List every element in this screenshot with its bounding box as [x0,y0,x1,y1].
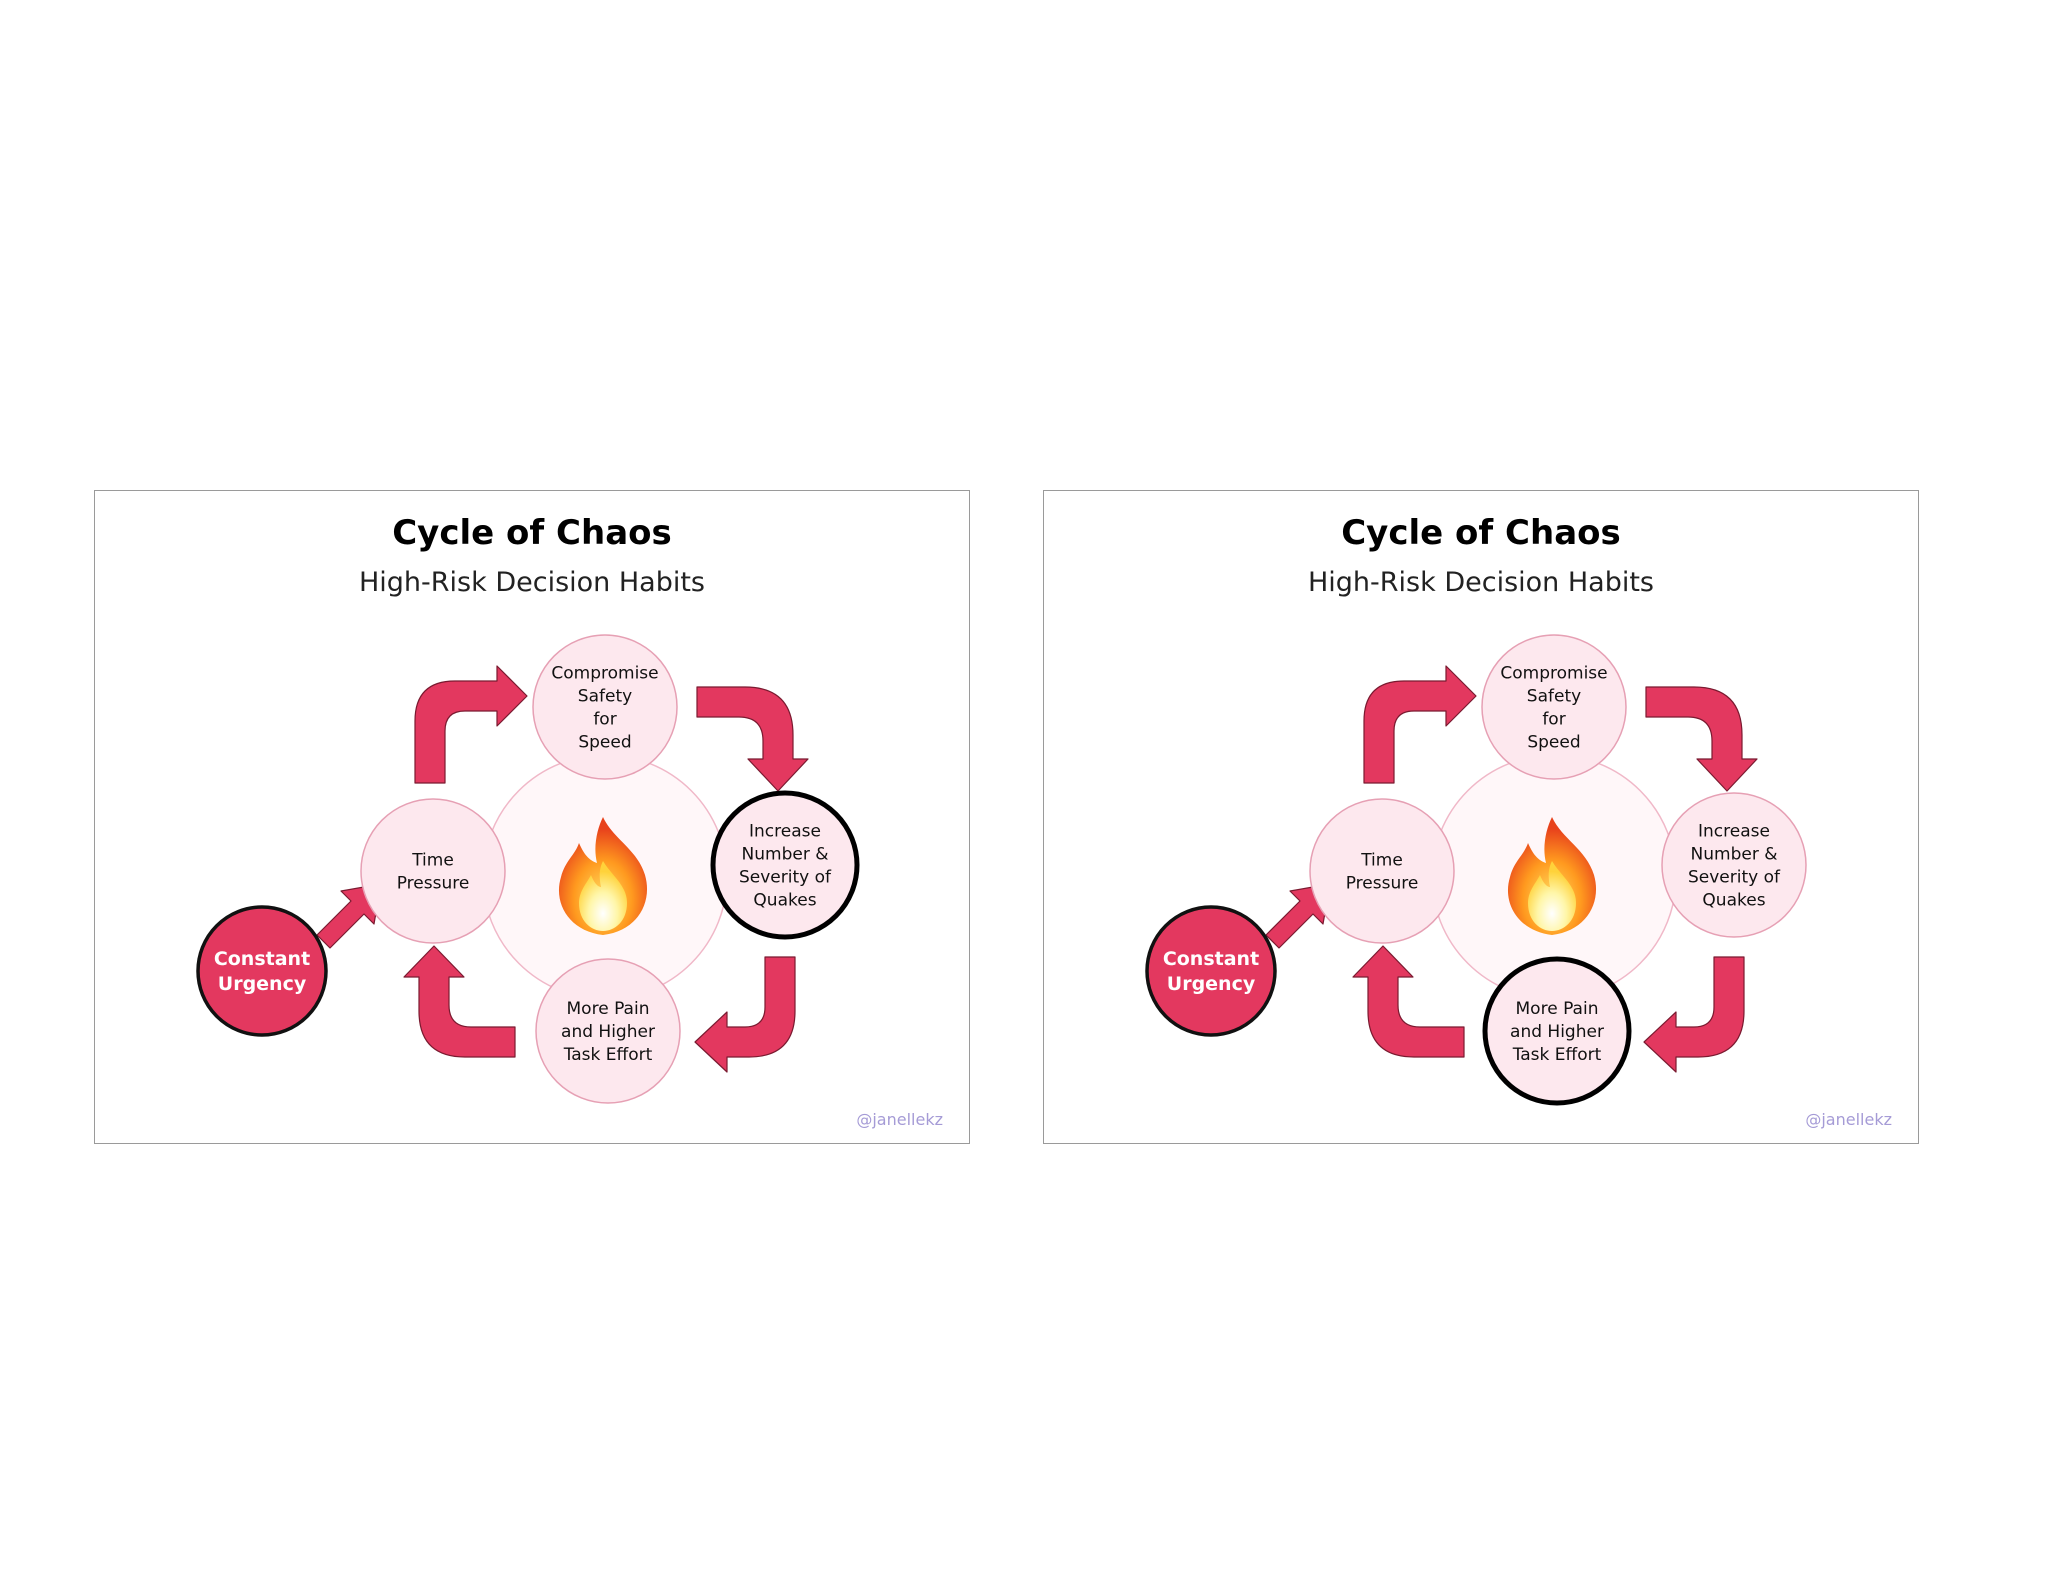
node-label: Safety [578,687,632,707]
node-label: Number & [1691,845,1778,865]
node-circle [1661,792,1807,938]
node-label: Constant [214,948,310,970]
arrow-time-to-compromise [414,665,528,784]
credit-handle: @janellekz [1805,1110,1892,1129]
slide-panel-1: Cycle of Chaos High-Risk Decision Habits… [94,490,970,1144]
arrow-pain-to-time [403,945,516,1058]
arrow-compromise-to-quakes [696,686,809,792]
node-circle [196,905,328,1037]
node-circle [360,798,506,944]
slide-title: Cycle of Chaos [392,513,672,553]
slide-subtitle: High-Risk Decision Habits [358,567,706,598]
node-label: Severity of [1688,868,1781,888]
node-label: Time [411,851,454,871]
node-label: Number & [742,845,829,865]
node-label: Task Effort [563,1045,653,1065]
node-circle [535,958,681,1104]
slide-subtitle: High-Risk Decision Habits [1307,567,1655,598]
node-circle [1482,956,1632,1106]
node-circle [1145,905,1277,1037]
arrow-quakes-to-pain [694,956,796,1073]
node-label: Task Effort [1512,1045,1602,1065]
arrow-time-to-compromise [1363,665,1477,784]
node-label: Urgency [1167,973,1256,995]
slide-panel-2: Cycle of Chaos High-Risk Decision Habits… [1043,490,1919,1144]
node-label: Increase [749,822,821,842]
fire-icon [1507,817,1597,935]
arrow-quakes-to-pain [1643,956,1745,1073]
node-label: Constant [1163,948,1259,970]
node-label: More Pain [1516,999,1599,1019]
arrow-compromise-to-quakes [1645,686,1758,792]
node-label: Compromise [551,664,658,684]
node-label: Compromise [1500,664,1607,684]
node-label: More Pain [567,999,650,1019]
node-label: and Higher [561,1022,655,1042]
node-label: for [593,710,616,730]
node-circle [532,634,678,780]
node-circle [1481,634,1627,780]
node-label: for [1542,710,1565,730]
fire-icon [558,817,648,935]
credit-handle: @janellekz [856,1110,943,1129]
node-label: Increase [1698,822,1770,842]
node-label: and Higher [1510,1022,1604,1042]
node-label: Urgency [218,973,307,995]
node-label: Safety [1527,687,1581,707]
node-label: Speed [578,733,631,753]
node-label: Pressure [397,874,470,894]
node-label: Quakes [1702,891,1765,911]
node-label: Pressure [1346,874,1419,894]
node-label: Speed [1527,733,1580,753]
node-label: Quakes [753,891,816,911]
slide-title: Cycle of Chaos [1341,513,1621,553]
node-label: Time [1360,851,1403,871]
node-circle [710,790,860,940]
node-label: Severity of [739,868,832,888]
arrow-pain-to-time [1352,945,1465,1058]
node-circle [1309,798,1455,944]
